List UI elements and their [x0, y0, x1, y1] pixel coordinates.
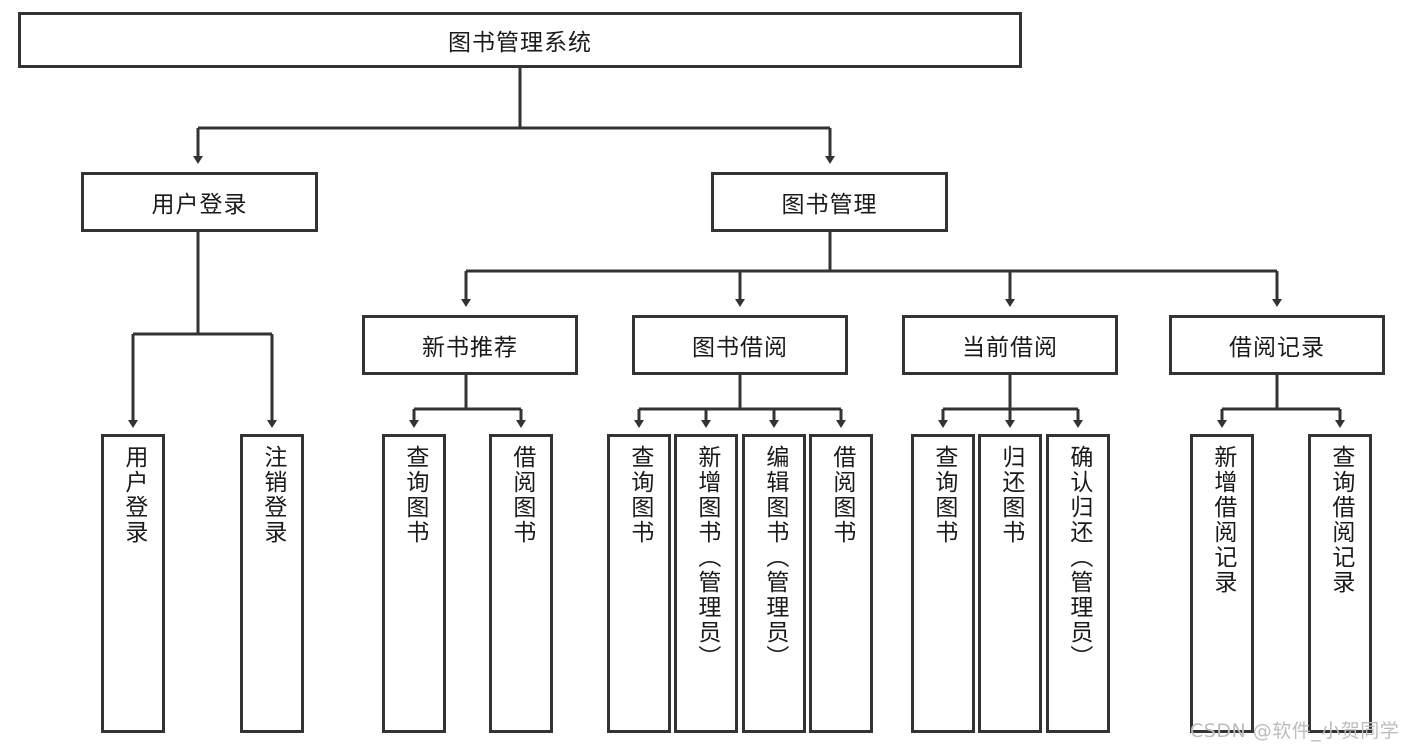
node-label: 查询图书: [401, 445, 428, 545]
leaf-recommend-query-book[interactable]: 查询图书: [382, 434, 446, 733]
node-label: 新增图书（管理员）: [693, 445, 720, 670]
node-label: 图书管理系统: [448, 30, 592, 56]
node-label: 借阅图书: [828, 445, 855, 545]
node-label: 查询借阅记录: [1327, 445, 1354, 595]
leaf-record-query-record[interactable]: 查询借阅记录: [1308, 434, 1372, 733]
node-book-management[interactable]: 图书管理: [711, 172, 948, 232]
node-label: 借阅记录: [1229, 335, 1325, 361]
leaf-user-login-logout[interactable]: 注销登录: [240, 434, 304, 733]
csdn-watermark: CSDN @软件_小贺同学: [1190, 720, 1400, 742]
node-label: 用户登录: [151, 192, 248, 218]
node-new-book-recommend[interactable]: 新书推荐: [362, 315, 578, 375]
leaf-borrow-query-book[interactable]: 查询图书: [607, 434, 671, 733]
node-current-borrow[interactable]: 当前借阅: [902, 315, 1118, 375]
node-label: 当前借阅: [962, 335, 1058, 361]
node-label: 新增借阅记录: [1209, 445, 1236, 595]
leaf-current-confirm-return-admin[interactable]: 确认归还（管理员）: [1046, 434, 1110, 733]
leaf-borrow-add-book-admin[interactable]: 新增图书（管理员）: [674, 434, 738, 733]
node-borrow-record[interactable]: 借阅记录: [1169, 315, 1385, 375]
node-label: 编辑图书（管理员）: [761, 445, 788, 670]
node-label: 注销登录: [259, 445, 286, 545]
node-user-login[interactable]: 用户登录: [81, 172, 318, 232]
leaf-current-query-book[interactable]: 查询图书: [911, 434, 975, 733]
node-label: 查询图书: [626, 445, 653, 545]
node-label: 确认归还（管理员）: [1065, 445, 1092, 670]
node-label: 查询图书: [930, 445, 957, 545]
leaf-recommend-borrow-book[interactable]: 借阅图书: [489, 434, 553, 733]
node-label: 借阅图书: [508, 445, 535, 545]
node-label: 归还图书: [997, 445, 1024, 545]
leaf-borrow-edit-book-admin[interactable]: 编辑图书（管理员）: [742, 434, 806, 733]
node-root-system[interactable]: 图书管理系统: [18, 12, 1022, 68]
node-label: 新书推荐: [422, 335, 518, 361]
leaf-record-add-record[interactable]: 新增借阅记录: [1190, 434, 1254, 733]
node-label: 用户登录: [120, 445, 147, 545]
leaf-current-return-book[interactable]: 归还图书: [978, 434, 1042, 733]
leaf-user-login-login[interactable]: 用户登录: [101, 434, 165, 733]
node-label: 图书管理: [781, 192, 878, 218]
leaf-borrow-borrow-book[interactable]: 借阅图书: [809, 434, 873, 733]
node-book-borrow[interactable]: 图书借阅: [632, 315, 848, 375]
node-label: 图书借阅: [692, 335, 788, 361]
